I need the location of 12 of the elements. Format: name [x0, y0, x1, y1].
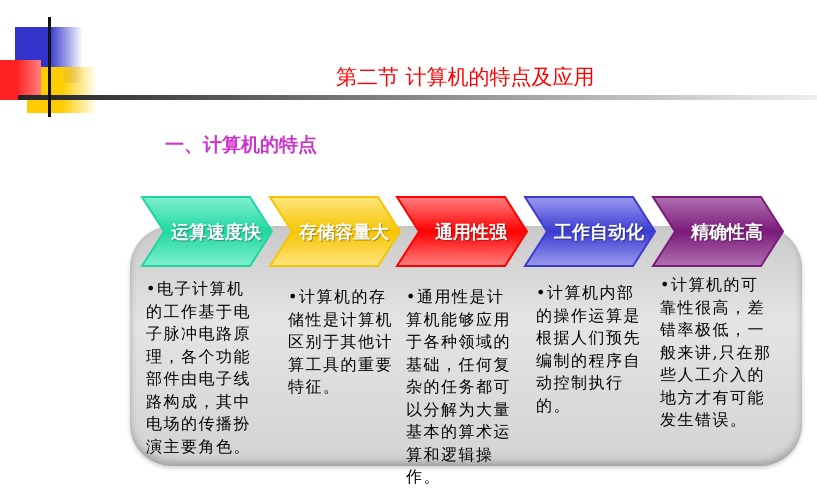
section-heading: 一、计算机的特点: [165, 133, 317, 158]
chevron-heading: 工作自动化: [553, 220, 644, 244]
chevron-heading: 运算速度快: [170, 220, 261, 244]
description-text: •计算机的存储性是计算机区别于其他计算工具的重要特征。: [288, 286, 394, 398]
chevron-heading: 通用性强: [434, 220, 507, 244]
chevron-heading: 精确性高: [690, 220, 763, 244]
description-text: •计算机内部的操作运算是根据人们预先编制的程序自动控制执行的。: [536, 282, 642, 416]
title: 第二节 计算机的特点及应用: [336, 64, 595, 91]
chevron-heading: 存储容量大: [298, 220, 389, 244]
description-text: •电子计算机的工作基于电子脉冲电路原理，各个功能部件由电子线路构成，其中电场的传播扮演主要角色。: [146, 278, 252, 458]
description-text: •计算机的可靠性很高，差错率极低，一般来讲,只在那些人工介入的地方才有可能发生错误。: [660, 274, 772, 431]
description-text: •通用性是计算机能够应用于各种领域的基础，任何复杂的任务都可以分解为大量基本的算术运算和逻辑操作。: [406, 286, 512, 488]
